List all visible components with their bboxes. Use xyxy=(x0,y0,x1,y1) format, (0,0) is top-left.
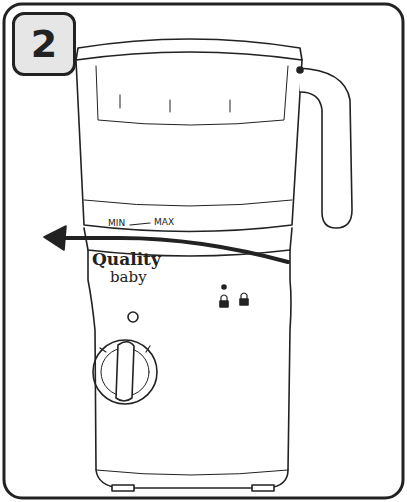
min-mark: MIN xyxy=(108,219,125,228)
rotate-arrow xyxy=(44,226,288,262)
step-number-box: 2 xyxy=(12,12,76,76)
max-mark: MAX xyxy=(154,218,174,227)
frame xyxy=(4,4,403,498)
jug xyxy=(76,39,352,232)
brand-logo: Quality xyxy=(92,251,161,268)
brand-logo: baby xyxy=(110,270,147,285)
step-number: 2 xyxy=(31,25,57,63)
level-mark xyxy=(130,223,150,225)
base xyxy=(84,228,292,491)
